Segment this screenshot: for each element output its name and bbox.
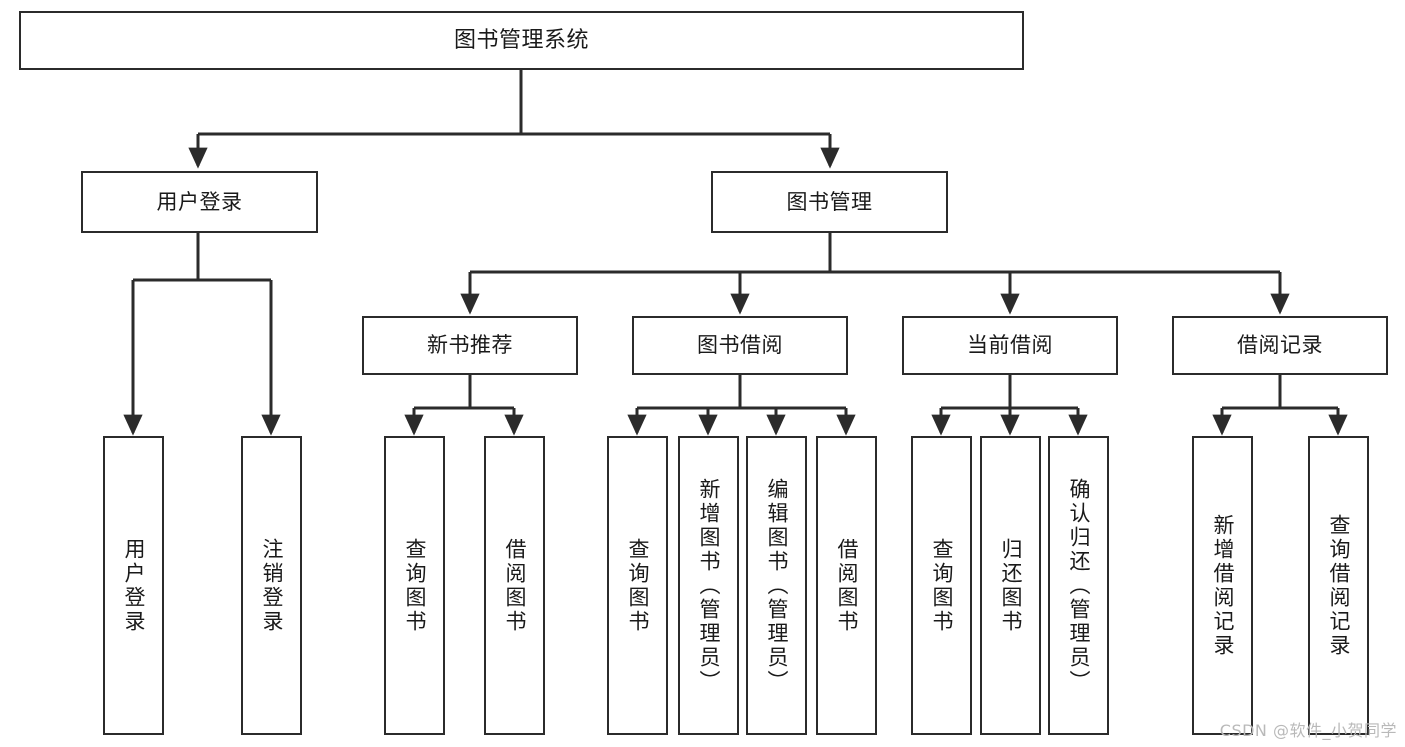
node-new-book-recommend-label: 新书推荐 <box>427 333 513 357</box>
node-leaf-user-login-label: 用户登录 <box>122 537 146 634</box>
node-leaf-add-record-label: 新增借阅记录 <box>1211 513 1235 658</box>
node-new-book-recommend[interactable]: 新书推荐 <box>362 316 578 375</box>
node-book-manage[interactable]: 图书管理 <box>711 171 948 233</box>
node-leaf-borrow-book-1[interactable]: 借阅图书 <box>484 436 545 735</box>
node-root[interactable]: 图书管理系统 <box>19 11 1024 70</box>
node-leaf-edit-book[interactable]: 编辑图书（管理员） <box>746 436 807 735</box>
node-leaf-return-book[interactable]: 归还图书 <box>980 436 1041 735</box>
node-leaf-query-book-1[interactable]: 查询图书 <box>384 436 445 735</box>
watermark-text: CSDN @软件_小贺同学 <box>1219 721 1397 740</box>
node-leaf-add-record[interactable]: 新增借阅记录 <box>1192 436 1253 735</box>
node-leaf-logout-login-label: 注销登录 <box>260 537 284 634</box>
node-borrow-record[interactable]: 借阅记录 <box>1172 316 1388 375</box>
node-leaf-edit-book-label: 编辑图书（管理员） <box>765 477 789 694</box>
node-leaf-add-book-label: 新增图书（管理员） <box>697 477 721 694</box>
node-leaf-confirm-return-label: 确认归还（管理员） <box>1067 477 1091 694</box>
node-leaf-borrow-book-1-label: 借阅图书 <box>503 537 527 634</box>
node-borrow-record-label: 借阅记录 <box>1237 333 1323 357</box>
node-leaf-query-record-label: 查询借阅记录 <box>1327 513 1351 658</box>
node-leaf-query-record[interactable]: 查询借阅记录 <box>1308 436 1369 735</box>
node-current-borrow[interactable]: 当前借阅 <box>902 316 1118 375</box>
node-current-borrow-label: 当前借阅 <box>967 333 1053 357</box>
node-leaf-query-book-1-label: 查询图书 <box>403 537 427 634</box>
node-leaf-add-book[interactable]: 新增图书（管理员） <box>678 436 739 735</box>
node-book-borrow-label: 图书借阅 <box>697 333 783 357</box>
node-root-label: 图书管理系统 <box>453 27 589 53</box>
node-leaf-borrow-book-2[interactable]: 借阅图书 <box>816 436 877 735</box>
node-user-login[interactable]: 用户登录 <box>81 171 318 233</box>
node-leaf-user-login[interactable]: 用户登录 <box>103 436 164 735</box>
node-user-login-label: 用户登录 <box>156 189 243 214</box>
node-leaf-borrow-book-2-label: 借阅图书 <box>835 537 859 634</box>
node-leaf-logout-login[interactable]: 注销登录 <box>241 436 302 735</box>
node-leaf-return-book-label: 归还图书 <box>999 537 1023 634</box>
node-leaf-query-book-3-label: 查询图书 <box>930 537 954 634</box>
node-leaf-confirm-return[interactable]: 确认归还（管理员） <box>1048 436 1109 735</box>
node-leaf-query-book-3[interactable]: 查询图书 <box>911 436 972 735</box>
node-leaf-query-book-2[interactable]: 查询图书 <box>607 436 668 735</box>
node-book-borrow[interactable]: 图书借阅 <box>632 316 848 375</box>
node-book-manage-label: 图书管理 <box>786 189 873 214</box>
node-leaf-query-book-2-label: 查询图书 <box>626 537 650 634</box>
